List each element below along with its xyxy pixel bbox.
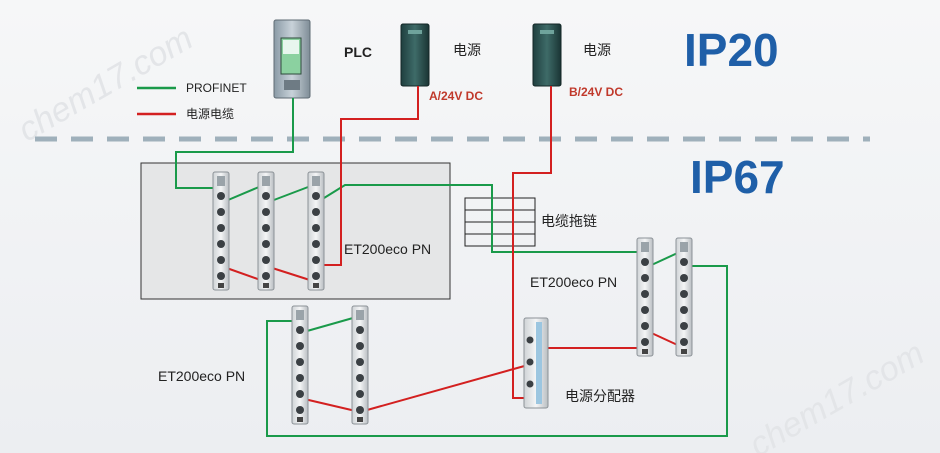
et200eco-module-1c (307, 171, 325, 291)
et200eco-module-1b (257, 171, 275, 291)
legend: PROFINET 电源电缆 (137, 81, 247, 121)
psu-a-voltage: A/24V DC (429, 89, 483, 103)
group3-label: ET200eco PN (530, 274, 617, 290)
power-psu-a-to-group1 (316, 86, 419, 266)
group1-label: ET200eco PN (344, 241, 431, 257)
module-group-1-enclosure (140, 162, 451, 300)
psu-b-label: 电源 (583, 43, 611, 59)
power-distributor-to-group2 (359, 364, 529, 413)
et200eco-module-3b (675, 237, 693, 357)
et200eco-module-3a (636, 237, 654, 357)
profinet-plc-to-group1 (175, 98, 294, 189)
power-distributor-device (523, 317, 549, 409)
et200eco-module-1a (212, 171, 230, 291)
ip67-label: IP67 (690, 151, 785, 203)
watermark-text: chem17.com (12, 19, 200, 149)
power-psu-b-to-distributor (512, 86, 552, 399)
power-link-4 (299, 397, 361, 413)
et200eco-module-2a (291, 305, 309, 425)
cable-carrier (464, 197, 536, 247)
psu-b-voltage: B/24V DC (569, 85, 623, 99)
power-distributor-label: 电源分配器 (565, 389, 635, 405)
ip20-label: IP20 (684, 24, 779, 76)
group2-label: ET200eco PN (158, 368, 245, 384)
et200eco-module-2b (351, 305, 369, 425)
legend-power-label: 电源电缆 (186, 107, 234, 121)
profinet-group3-to-group2 (266, 265, 728, 437)
profinet-link-4 (299, 315, 361, 334)
psu-a-device (400, 23, 430, 87)
watermark-text-2: chem17.com (743, 334, 931, 453)
legend-profinet-label: PROFINET (186, 81, 247, 95)
cable-carrier-label: 电缆拖链 (541, 214, 597, 230)
psu-b-device (532, 23, 562, 87)
psu-a-label: 电源 (453, 43, 481, 59)
plc-label: PLC (344, 44, 372, 60)
plc-device (273, 19, 311, 99)
